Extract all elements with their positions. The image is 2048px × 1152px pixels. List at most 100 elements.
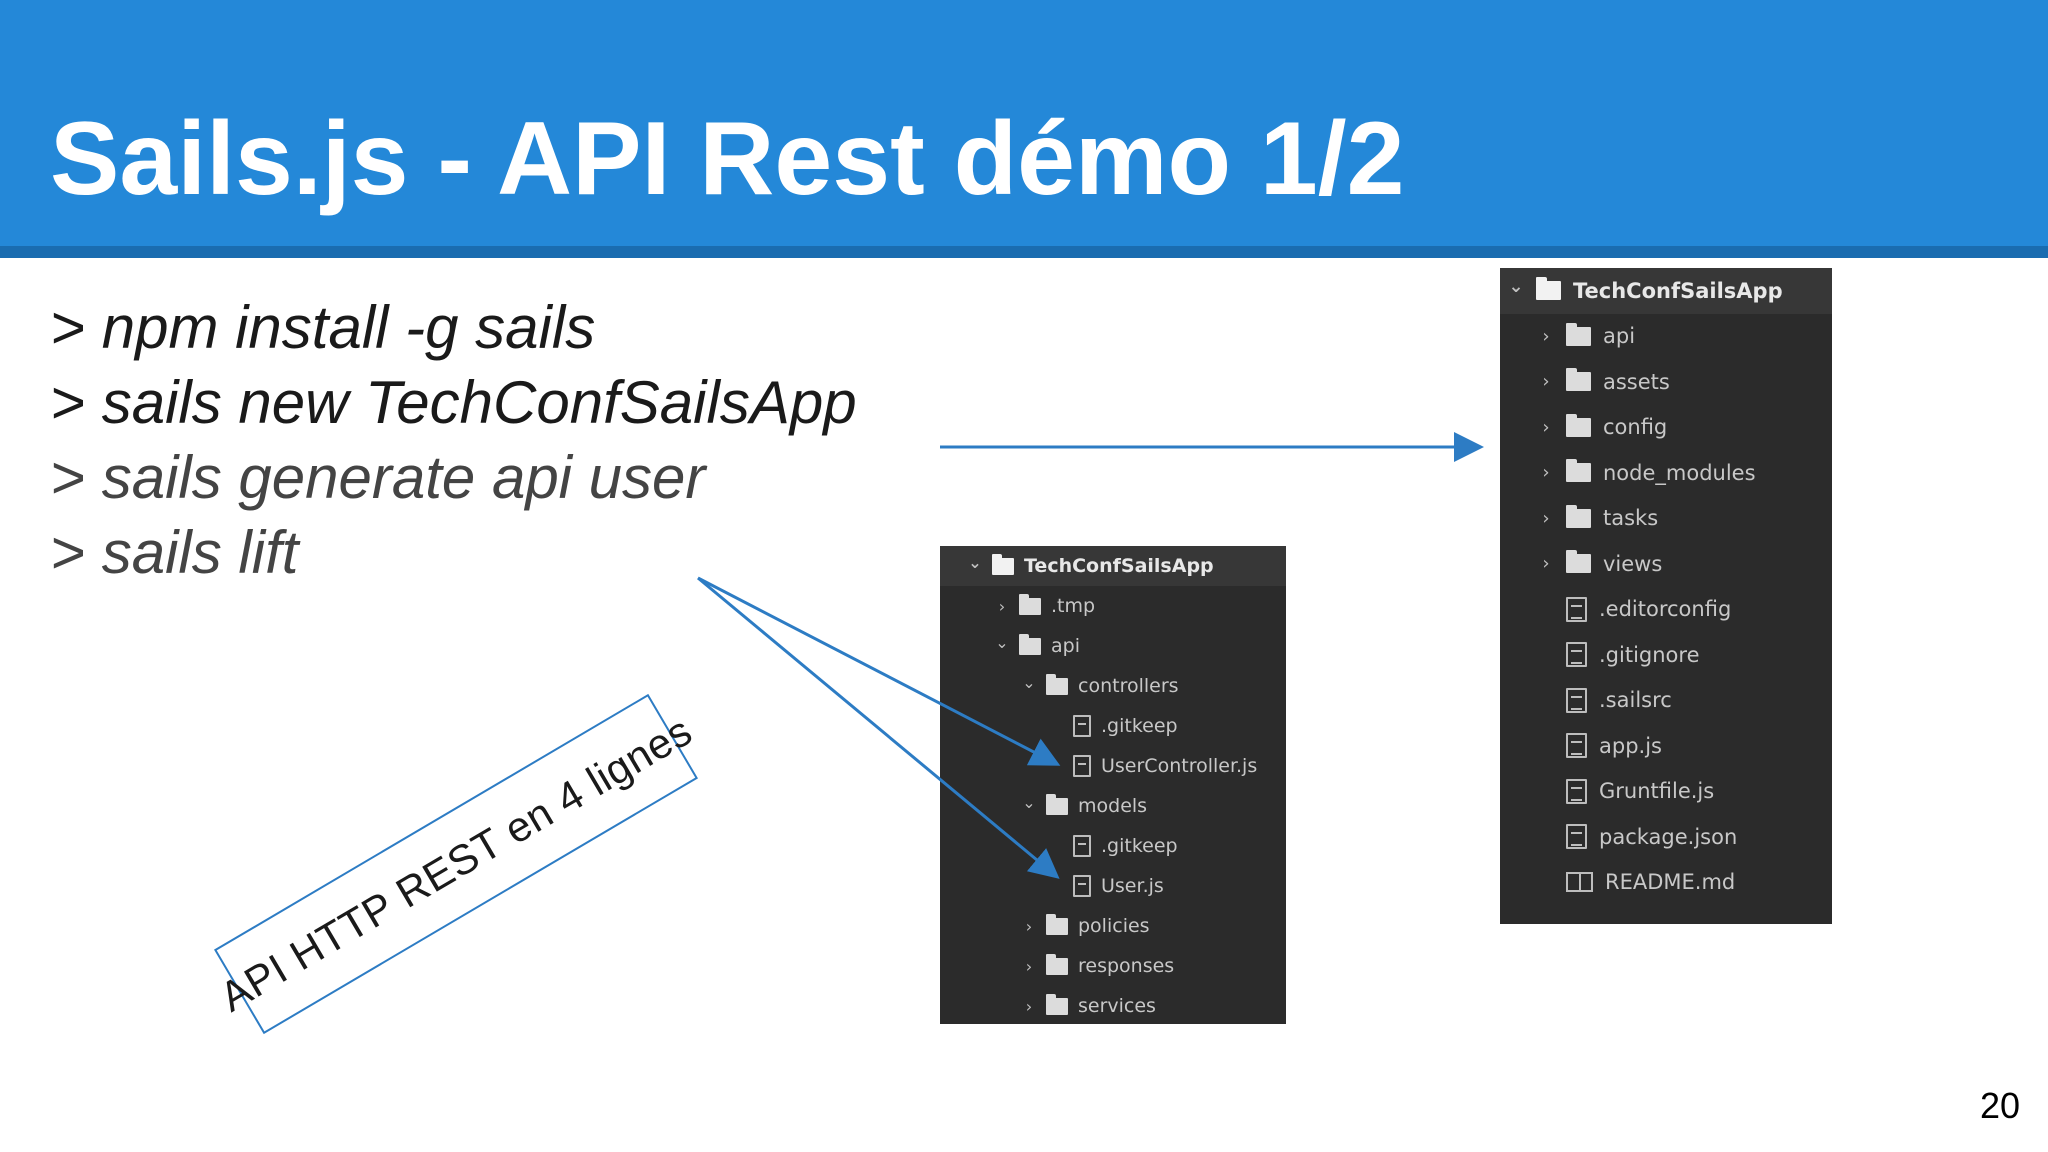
folder-icon xyxy=(1566,322,1591,346)
tree-item-label: TechConfSailsApp xyxy=(1573,278,1783,303)
title-bar-rule xyxy=(0,246,2048,258)
chevron-right-icon[interactable]: › xyxy=(1542,507,1550,529)
chevron-down-icon[interactable]: ⌄ xyxy=(1022,792,1036,812)
command-sails-new: > sails new TechConfSailsApp xyxy=(50,369,857,436)
folder-icon xyxy=(1566,459,1591,483)
tree-item-label: README.md xyxy=(1605,870,1736,895)
tree-file-row[interactable]: UserController.js xyxy=(940,746,1286,786)
chevron-right-icon[interactable]: › xyxy=(1542,416,1550,438)
tree-file-row[interactable]: .sailsrc xyxy=(1500,678,1832,724)
tree-folder-row[interactable]: › node_modules xyxy=(1500,450,1832,496)
tree-item-label: models xyxy=(1078,795,1148,817)
tree-file-row[interactable]: .gitkeep xyxy=(940,826,1286,866)
tree-folder-row[interactable]: › api xyxy=(1500,314,1832,360)
folder-icon xyxy=(1536,277,1561,301)
folder-icon xyxy=(1566,550,1591,574)
slide-number: 20 xyxy=(1979,1085,2020,1126)
tree-item-label: responses xyxy=(1078,955,1175,977)
tree-item-label: .editorconfig xyxy=(1599,597,1732,622)
tree-item-label: tasks xyxy=(1603,506,1659,531)
command-sails-lift: > sails lift xyxy=(50,519,299,586)
folder-icon xyxy=(1046,793,1068,815)
tree-file-row[interactable]: .gitignore xyxy=(1500,632,1832,678)
folder-icon xyxy=(1566,413,1591,437)
file-icon xyxy=(1566,778,1587,804)
tree-item-label: .gitignore xyxy=(1599,642,1700,667)
folder-icon xyxy=(1046,953,1068,975)
tree-file-row[interactable]: package.json xyxy=(1500,814,1832,860)
chevron-right-icon[interactable]: › xyxy=(1542,371,1550,393)
chevron-right-icon[interactable]: › xyxy=(1025,916,1033,936)
folder-icon xyxy=(1046,913,1068,935)
book-icon xyxy=(1566,872,1593,893)
tree-folder-row[interactable]: › .tmp xyxy=(940,586,1286,626)
file-tree-after-generate: ⌄ TechConfSailsApp › .tmp ⌄ api ⌄ controllers .g… xyxy=(940,546,1286,1024)
file-icon xyxy=(1566,733,1587,759)
rest-stamp-text: API HTTP REST en 4 lignes xyxy=(211,706,700,1021)
tree-item-label: views xyxy=(1603,551,1663,576)
chevron-right-icon[interactable]: › xyxy=(1542,553,1550,575)
tree-item-label: User.js xyxy=(1101,875,1164,897)
file-icon xyxy=(1073,715,1091,737)
tree-folder-row[interactable]: › config xyxy=(1500,405,1832,451)
chevron-down-icon[interactable]: ⌄ xyxy=(1508,276,1524,298)
tree-file-row[interactable]: README.md xyxy=(1500,860,1832,906)
tree-item-label: api xyxy=(1603,324,1636,349)
tree-folder-row[interactable]: › responses xyxy=(940,946,1286,986)
tree-item-label: .gitkeep xyxy=(1101,715,1178,737)
folder-icon xyxy=(1046,673,1068,695)
file-icon xyxy=(1566,642,1587,668)
chevron-right-icon[interactable]: › xyxy=(1542,462,1550,484)
tree-folder-row[interactable]: ⌄ api xyxy=(940,626,1286,666)
tree-item-label: .tmp xyxy=(1051,595,1096,617)
rest-stamp: API HTTP REST en 4 lignes xyxy=(211,693,700,1035)
tree-item-label: config xyxy=(1603,415,1668,440)
tree-item-label: controllers xyxy=(1078,675,1179,697)
chevron-right-icon[interactable]: › xyxy=(1542,325,1550,347)
tree-folder-row[interactable]: › services xyxy=(940,986,1286,1026)
tree-item-label: assets xyxy=(1603,369,1670,394)
tree-file-row[interactable]: .gitkeep xyxy=(940,706,1286,746)
tree-file-row[interactable]: Gruntfile.js xyxy=(1500,769,1832,815)
chevron-right-icon[interactable]: › xyxy=(998,596,1006,616)
tree-item-label: app.js xyxy=(1599,733,1662,758)
file-tree-new-app: ⌄ TechConfSailsApp › api › assets › config › node… xyxy=(1500,268,1832,924)
tree-item-label: .gitkeep xyxy=(1101,835,1178,857)
chevron-right-icon[interactable]: › xyxy=(1025,956,1033,976)
chevron-down-icon[interactable]: ⌄ xyxy=(968,552,982,572)
tree-item-label: policies xyxy=(1078,915,1150,937)
tree-file-row[interactable]: app.js xyxy=(1500,723,1832,769)
tree-file-row[interactable]: User.js xyxy=(940,866,1286,906)
tree-item-label: package.json xyxy=(1599,824,1738,849)
chevron-down-icon[interactable]: ⌄ xyxy=(1022,672,1036,692)
tree-folder-row[interactable]: ⌄ models xyxy=(940,786,1286,826)
file-icon xyxy=(1566,687,1587,713)
tree-item-label: node_modules xyxy=(1603,460,1756,485)
tree-folder-row[interactable]: › views xyxy=(1500,541,1832,587)
tree-file-row[interactable]: .editorconfig xyxy=(1500,587,1832,633)
command-generate-api: > sails generate api user xyxy=(50,444,706,511)
tree-folder-row[interactable]: ⌄ controllers xyxy=(940,666,1286,706)
chevron-down-icon[interactable]: ⌄ xyxy=(995,632,1009,652)
tree-item-label: Gruntfile.js xyxy=(1599,779,1715,804)
file-icon xyxy=(1073,835,1091,857)
folder-icon xyxy=(992,553,1014,575)
title-bar xyxy=(0,0,2048,246)
tree-item-label: TechConfSailsApp xyxy=(1024,555,1214,577)
folder-icon xyxy=(1046,993,1068,1015)
command-list: > npm install -g sails > sails new TechC… xyxy=(50,290,950,590)
folder-icon xyxy=(1566,504,1591,528)
command-npm-install: > npm install -g sails xyxy=(50,294,596,361)
tree-folder-row[interactable]: › tasks xyxy=(1500,496,1832,542)
file-icon xyxy=(1566,596,1587,622)
tree-item-label: api xyxy=(1051,635,1080,657)
tree-folder-row[interactable]: ⌄ TechConfSailsApp xyxy=(940,546,1286,586)
tree-folder-row[interactable]: › policies xyxy=(940,906,1286,946)
slide-title: Sails.js - API Rest démo 1/2 xyxy=(50,101,1405,217)
tree-folder-row[interactable]: ⌄ TechConfSailsApp xyxy=(1500,268,1832,314)
folder-icon xyxy=(1019,593,1041,615)
chevron-right-icon[interactable]: › xyxy=(1025,996,1033,1016)
tree-folder-row[interactable]: › assets xyxy=(1500,359,1832,405)
file-icon xyxy=(1073,755,1091,777)
tree-item-label: services xyxy=(1078,995,1156,1017)
